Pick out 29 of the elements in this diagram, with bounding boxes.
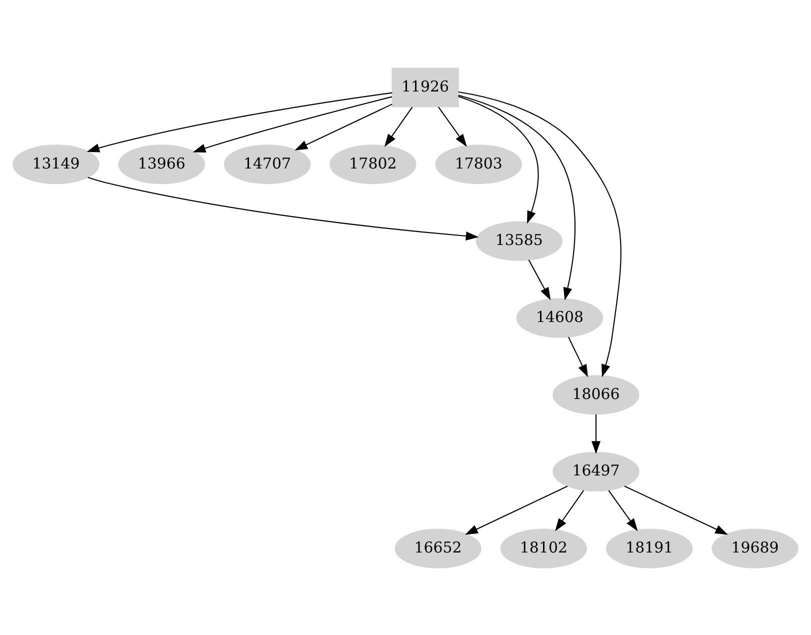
arrow (608, 490, 638, 531)
arrow (88, 176, 479, 240)
node-ellipse: 17802 (330, 144, 416, 184)
arrow (384, 106, 413, 146)
node-ellipse: 16652 (394, 528, 482, 568)
node-ellipse: 13585 (476, 220, 562, 260)
arrow (86, 92, 392, 152)
node-ellipse: 17803 (435, 144, 522, 184)
arrow (528, 259, 551, 300)
node-box: 11926 (392, 67, 459, 107)
arrow (294, 103, 392, 150)
arrow (458, 94, 576, 300)
arrow (555, 490, 584, 531)
arrow (464, 485, 568, 534)
node-ellipse: 14608 (516, 298, 604, 338)
node-ellipse: 19689 (712, 528, 798, 568)
node-ellipse: 16497 (552, 451, 640, 491)
arrow (624, 485, 728, 534)
node-ellipse: 18102 (500, 528, 588, 568)
arrow (568, 336, 588, 377)
node-ellipse: 18066 (552, 374, 640, 414)
node-ellipse: 14707 (224, 144, 311, 184)
node-ellipse: 13966 (118, 144, 205, 184)
arrow (592, 414, 600, 454)
node-ellipse: 18191 (606, 528, 693, 568)
arrow (438, 106, 467, 146)
arrow (192, 96, 392, 152)
arrow (458, 95, 539, 224)
arrow (458, 90, 622, 377)
